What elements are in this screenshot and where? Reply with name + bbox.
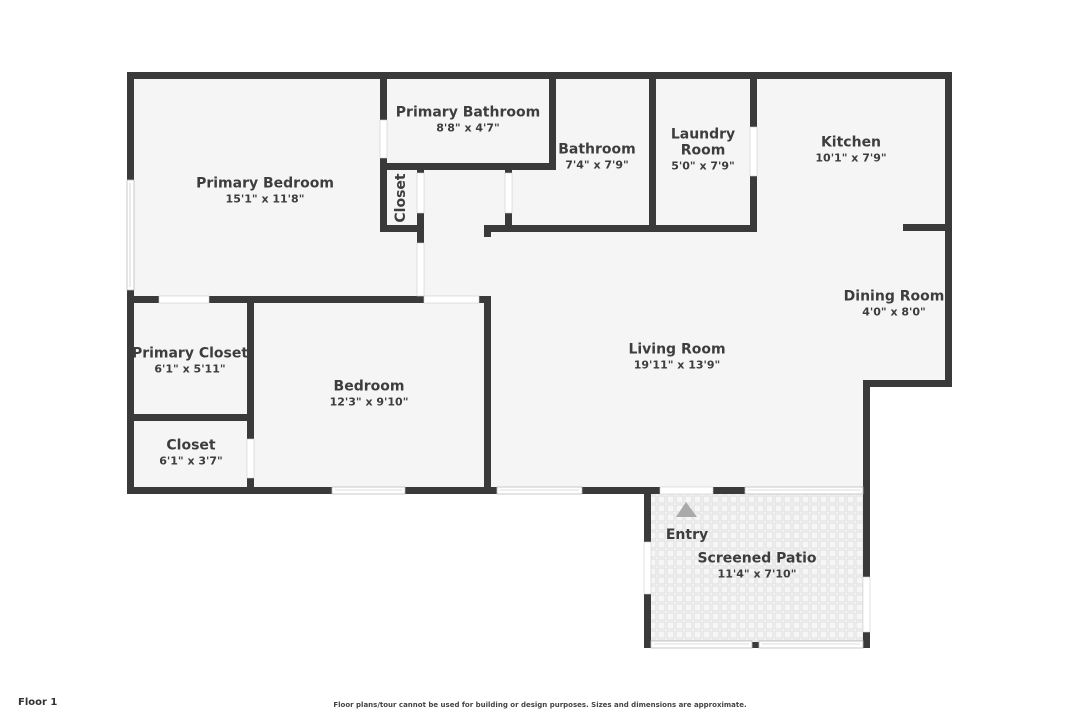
- entry-label: Entry: [665, 527, 709, 543]
- room-screened-patio: Screened Patio 11'4" x 7'10": [697, 551, 816, 582]
- room-name: Bathroom: [558, 141, 636, 158]
- room-name: Bedroom: [333, 378, 405, 395]
- window-patio-bottom-right: [758, 640, 864, 649]
- room-dining-room: Dining Room 4'0" x 8'0": [844, 289, 945, 320]
- room-living-room: Living Room 19'11" x 13'9": [628, 342, 725, 373]
- window-bedroom: [331, 486, 406, 495]
- room-dimensions: 5'0" x 7'9": [671, 159, 735, 173]
- room-dimensions: 15'1" x 11'8": [225, 192, 305, 206]
- room-name: Primary Bathroom: [395, 104, 541, 121]
- room-kitchen: Kitchen 10'1" x 7'9": [815, 135, 886, 166]
- windows: [126, 179, 864, 649]
- room-laundry-room: Laundry Room 5'0" x 7'9": [671, 127, 735, 174]
- room-name-line1: Laundry: [670, 126, 736, 143]
- doorways: [158, 119, 871, 633]
- room-dimensions: 6'1" x 5'11": [154, 362, 226, 376]
- room-dimensions: 10'1" x 7'9": [815, 151, 887, 165]
- room-name-line2: Room: [680, 142, 726, 159]
- walls: [127, 72, 952, 648]
- room-dimensions: 12'3" x 9'10": [329, 395, 409, 409]
- room-name: Closet: [392, 173, 409, 223]
- room-dimensions: 6'1" x 3'7": [159, 454, 223, 468]
- disclaimer: Floor plans/tour cannot be used for buil…: [333, 701, 747, 709]
- room-name: Primary Closet: [131, 345, 249, 362]
- room-name: Primary Bedroom: [196, 175, 334, 192]
- floor-label: Floor 1: [18, 697, 58, 708]
- entry-arrow-icon: [676, 502, 697, 517]
- room-name: Kitchen: [820, 134, 882, 151]
- room-dimensions: 19'11" x 13'9": [633, 358, 721, 372]
- room-name: Closet: [166, 437, 216, 454]
- floor-fills: [130, 75, 949, 491]
- window-primary-bedroom: [126, 179, 135, 291]
- room-dimensions: 7'4" x 7'9": [565, 158, 629, 172]
- room-bedroom: Bedroom 12'3" x 9'10": [330, 379, 409, 410]
- window-patio-bottom-left: [650, 640, 753, 649]
- room-name: Dining Room: [843, 288, 945, 305]
- room-dimensions: 4'0" x 8'0": [862, 305, 926, 319]
- room-closet: Closet 6'1" x 3'7": [159, 438, 223, 469]
- room-small-closet: Closet: [393, 173, 409, 222]
- window-living-left: [496, 486, 583, 495]
- room-dimensions: 8'8" x 4'7": [436, 121, 500, 135]
- room-bathroom: Bathroom 7'4" x 7'9": [558, 142, 636, 173]
- room-primary-bathroom: Primary Bathroom 8'8" x 4'7": [396, 105, 540, 136]
- window-living-right: [744, 486, 864, 495]
- room-primary-bedroom: Primary Bedroom 15'1" x 11'8": [196, 176, 334, 207]
- room-dimensions: 11'4" x 7'10": [717, 567, 797, 581]
- room-name: Living Room: [628, 341, 726, 358]
- room-name: Screened Patio: [697, 550, 817, 567]
- room-primary-closet: Primary Closet 6'1" x 5'11": [132, 346, 248, 377]
